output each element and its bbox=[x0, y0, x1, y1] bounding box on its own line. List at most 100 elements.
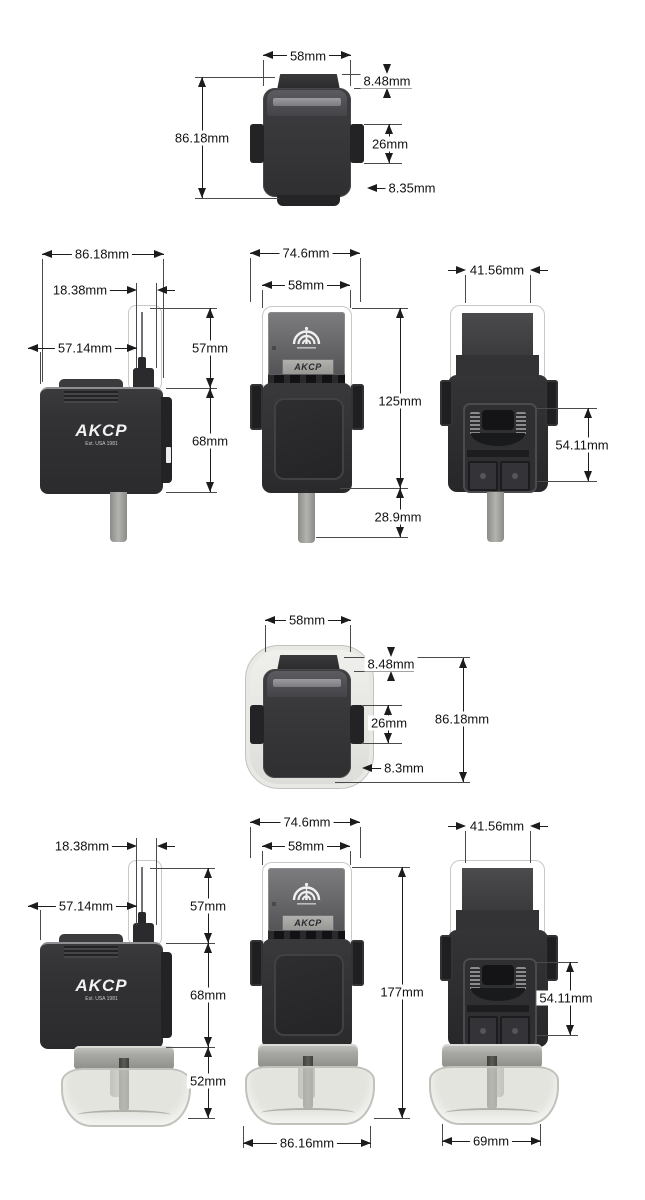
dim-label-cap: 8.48mm bbox=[360, 73, 414, 89]
battery-spring-left bbox=[470, 967, 480, 991]
compartment-divider bbox=[467, 1005, 529, 1012]
plate-brand-label: AKCP bbox=[282, 359, 334, 375]
side-view-device: AKCP Est. USA 1981 bbox=[40, 307, 175, 542]
device-connector bbox=[161, 952, 172, 1038]
device-cap bbox=[277, 655, 340, 671]
device-tab bbox=[277, 195, 340, 206]
pad-dot bbox=[512, 473, 518, 479]
side-view-device-on-jar: AKCP Est. USA 1981 bbox=[40, 862, 175, 1097]
device-slot bbox=[273, 98, 341, 106]
sensor-probe bbox=[298, 493, 315, 543]
sensor-probe bbox=[487, 492, 504, 542]
battery-slot bbox=[482, 410, 514, 430]
dim-label-width: 58mm bbox=[284, 838, 328, 854]
dim-label-width: 58mm bbox=[285, 612, 329, 628]
clamp-front-panel bbox=[274, 398, 344, 480]
battery-spring-right bbox=[516, 967, 526, 991]
antenna-plate-base bbox=[456, 355, 539, 375]
dim-label-bodyw: 57.14mm bbox=[54, 340, 116, 356]
dim-label-height: 177mm bbox=[377, 984, 427, 1000]
dim-label-batt: 54.11mm bbox=[536, 990, 596, 1006]
dim-label-bodyh: 68mm bbox=[188, 433, 232, 449]
antenna-stub bbox=[133, 368, 154, 390]
battery-seat bbox=[471, 433, 525, 446]
device-connector bbox=[161, 397, 172, 483]
battery-seat bbox=[471, 988, 525, 1001]
wireless-signal-icon bbox=[289, 869, 324, 909]
latch-left bbox=[440, 935, 453, 981]
dim-label-overall: 74.6mm bbox=[279, 245, 333, 261]
dim-label-width: 41.56mm bbox=[466, 262, 528, 278]
sensor-probe bbox=[110, 492, 127, 542]
dim-label-probe: 28.9mm bbox=[371, 509, 425, 525]
top-view-device-on-base bbox=[250, 655, 364, 787]
vent-slots bbox=[268, 374, 345, 384]
battery-pad-left bbox=[468, 1016, 498, 1046]
antenna-plate-base bbox=[456, 910, 539, 930]
dim-label-base: 86.16mm bbox=[276, 1135, 338, 1151]
brand-est-label: Est. USA 1981 bbox=[85, 441, 118, 447]
brand-logo: AKCP bbox=[75, 976, 128, 995]
front-view-device: AKCP bbox=[250, 306, 364, 543]
dim-label-cap: 8.48mm bbox=[364, 656, 418, 672]
plate-notch bbox=[272, 902, 276, 906]
dim-label-width: 58mm bbox=[286, 48, 330, 64]
jar-rim bbox=[445, 1108, 539, 1118]
device-ear-left bbox=[250, 124, 264, 163]
device-ear-right bbox=[350, 124, 364, 163]
latch-ribs bbox=[64, 391, 118, 403]
battery-pad-right bbox=[500, 1016, 530, 1046]
pad-dot bbox=[480, 1028, 486, 1034]
device-slot bbox=[273, 679, 341, 687]
latch-left bbox=[250, 384, 263, 430]
battery-spring-right bbox=[516, 412, 526, 436]
jar-ring bbox=[74, 1046, 174, 1069]
top-view-device bbox=[250, 74, 364, 206]
dim-label-height: 86.18mm bbox=[171, 130, 233, 146]
device-ear-right bbox=[350, 705, 364, 744]
compartment-divider bbox=[467, 450, 529, 457]
dim-label-bodyw: 57.14mm bbox=[55, 898, 117, 914]
device-body bbox=[40, 942, 163, 1049]
dim-label-overall: 74.6mm bbox=[280, 814, 334, 830]
dim-label-height: 86.18mm bbox=[431, 711, 493, 727]
dim-label-anth: 57mm bbox=[188, 340, 232, 356]
dim-label-ear: 26mm bbox=[367, 715, 411, 731]
dim-label-offset: 18.38mm bbox=[51, 838, 113, 854]
latch-ribs bbox=[64, 946, 118, 958]
latch-right bbox=[351, 384, 364, 430]
pad-dot bbox=[512, 1028, 518, 1034]
device-ear-left bbox=[250, 705, 264, 744]
battery-compartment bbox=[463, 958, 537, 1048]
dim-label-width: 41.56mm bbox=[466, 818, 528, 834]
jar-ring bbox=[258, 1044, 358, 1067]
plate-notch bbox=[272, 346, 276, 350]
dim-label-corner: 8.3mm bbox=[381, 760, 427, 776]
battery-spring-left bbox=[470, 412, 480, 436]
latch-left bbox=[440, 380, 453, 426]
battery-slot bbox=[482, 965, 514, 985]
jar-rim bbox=[77, 1110, 171, 1120]
brand-est-label: Est. USA 1981 bbox=[85, 996, 118, 1002]
rear-view-device bbox=[440, 305, 558, 542]
antenna-tip bbox=[138, 357, 146, 370]
latch-right bbox=[545, 935, 558, 981]
clamp-front-panel bbox=[274, 954, 344, 1036]
calibration-jar bbox=[61, 1046, 191, 1127]
connector-slot bbox=[166, 447, 171, 463]
jar-ring bbox=[442, 1044, 542, 1067]
latch-right bbox=[351, 940, 364, 986]
plate-brand-label: AKCP bbox=[282, 915, 334, 931]
jar-rim bbox=[261, 1108, 355, 1118]
antenna-wire bbox=[141, 312, 143, 374]
calibration-jar bbox=[245, 1044, 375, 1125]
vent-slots bbox=[268, 930, 345, 940]
latch-left bbox=[250, 940, 263, 986]
brand-logo: AKCP bbox=[75, 421, 128, 440]
dim-label-bodyh: 68mm bbox=[186, 987, 230, 1003]
dim-label-anth: 57mm bbox=[186, 898, 230, 914]
antenna-stub bbox=[133, 923, 154, 945]
dim-label-base: 69mm bbox=[469, 1133, 513, 1149]
battery-pad-left bbox=[468, 461, 498, 491]
